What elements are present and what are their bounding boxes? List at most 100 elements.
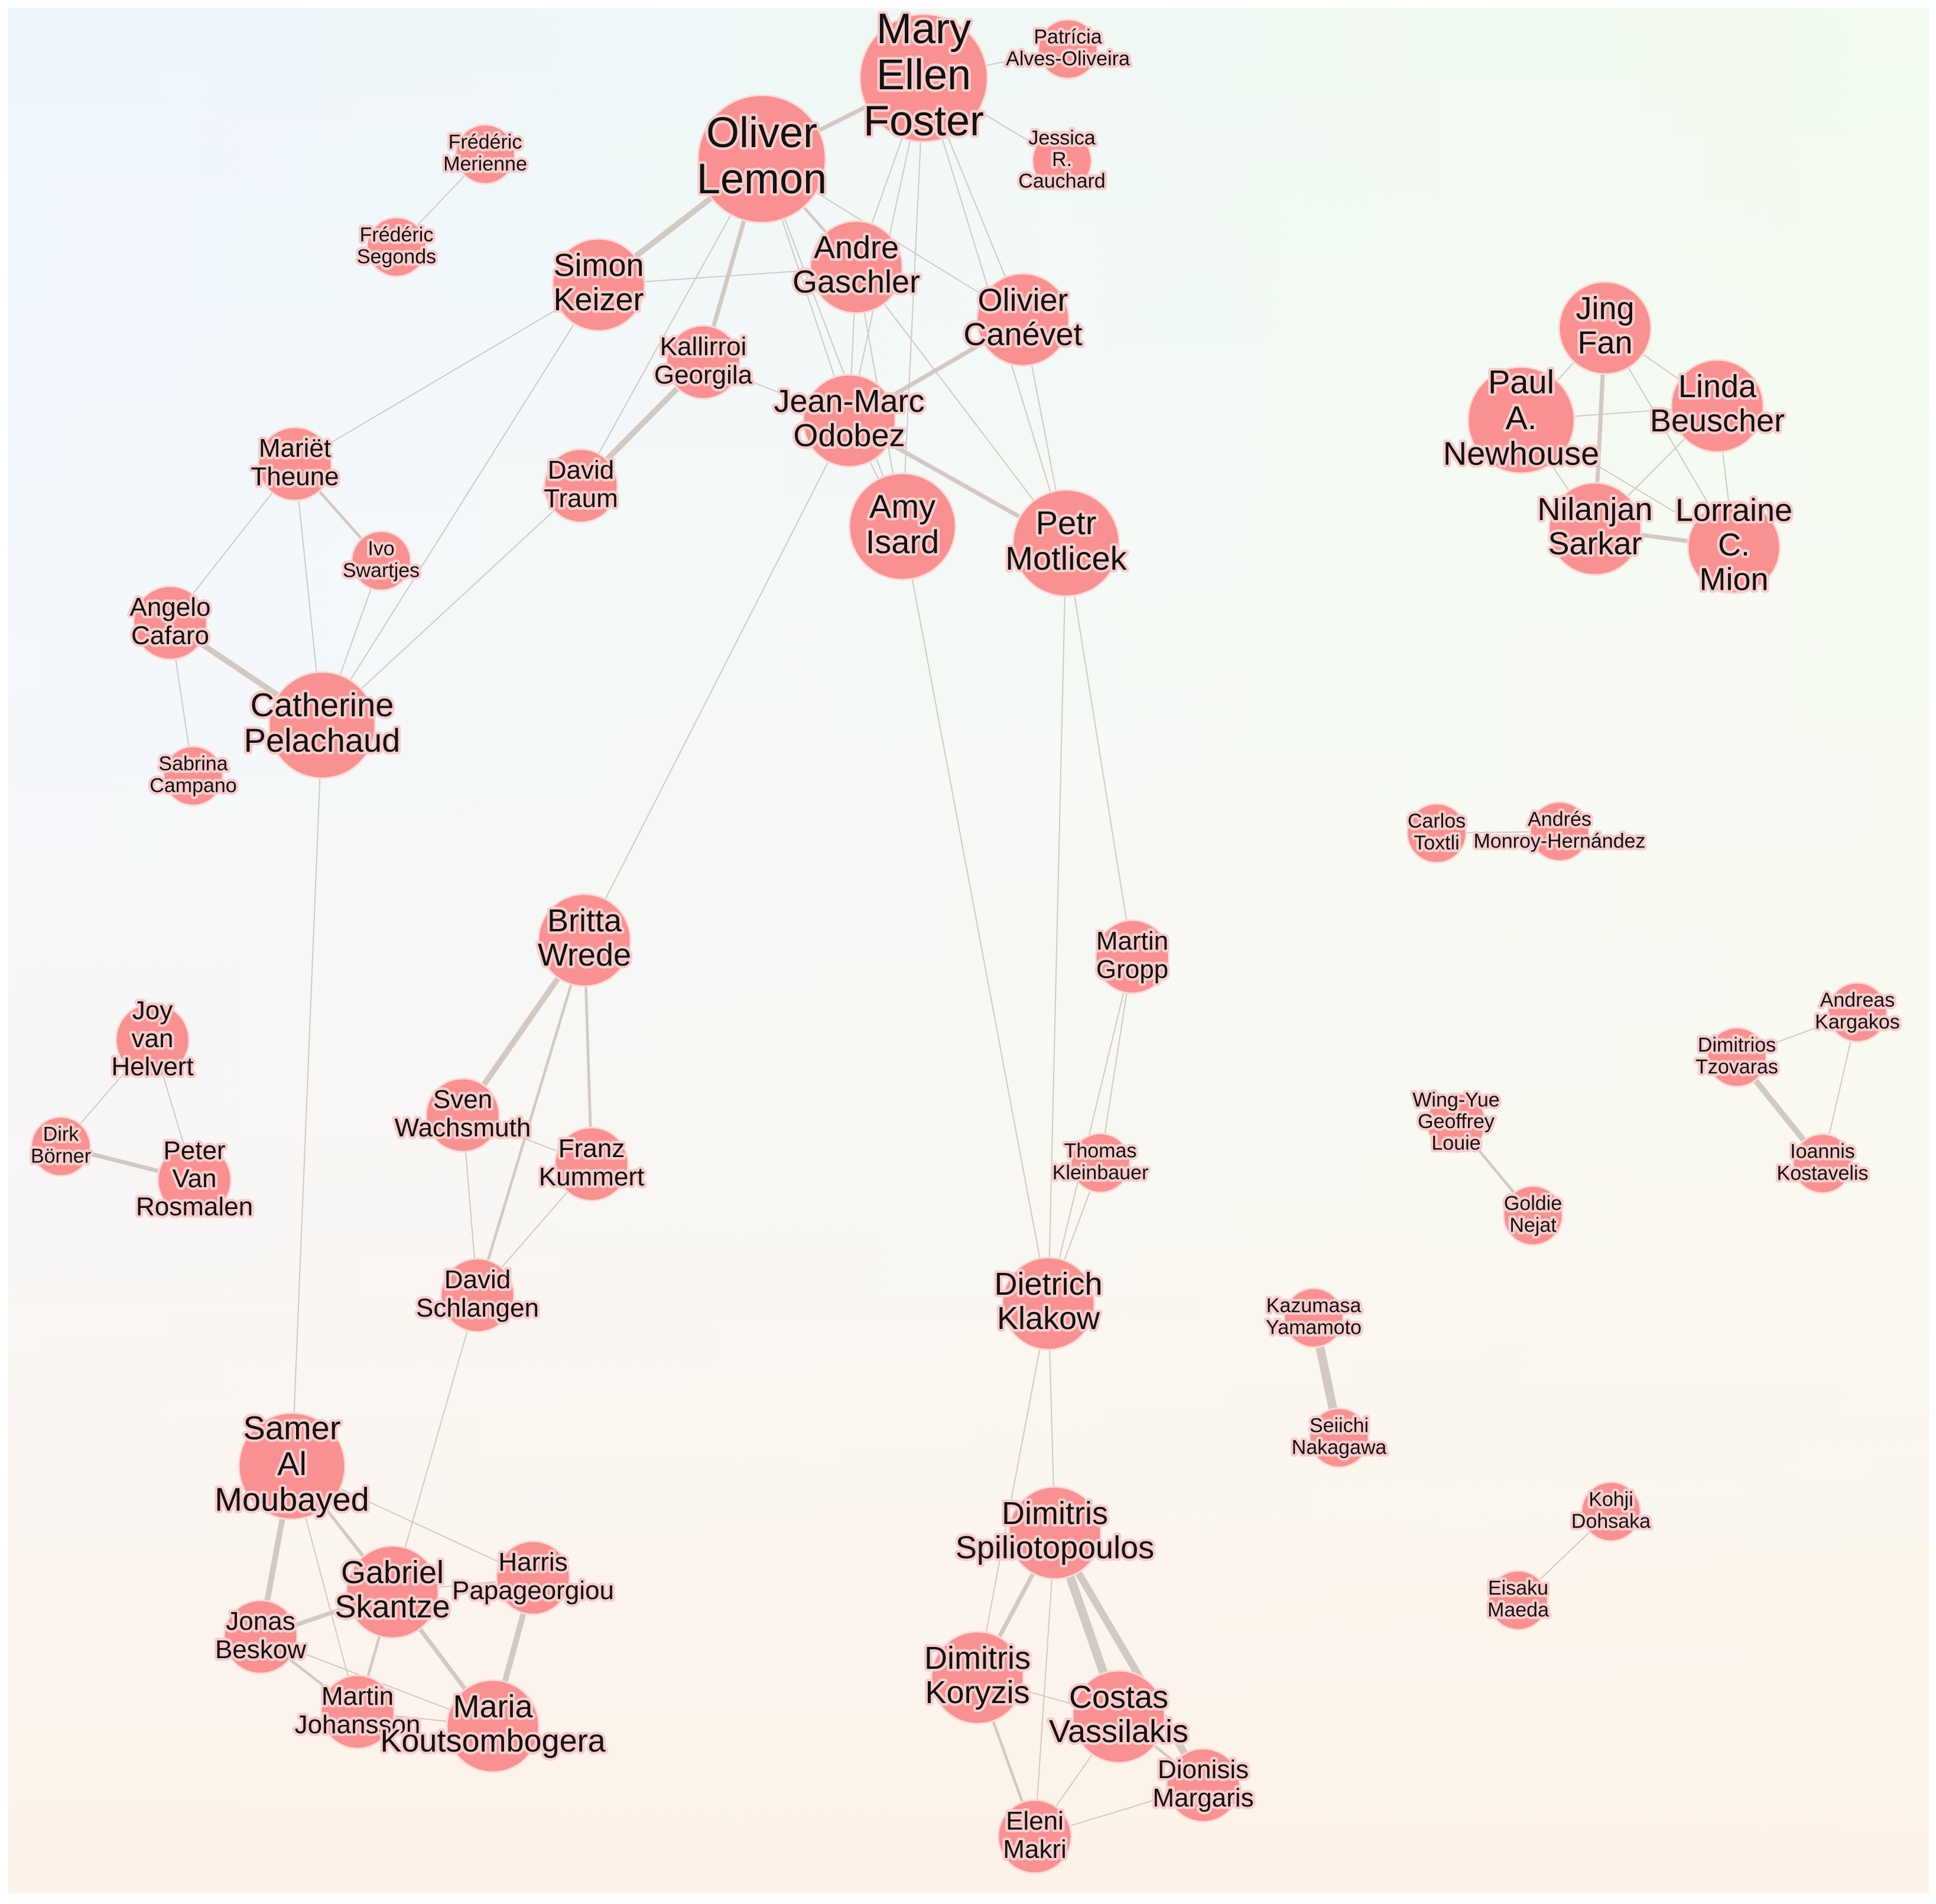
node-circle[interactable] [665,324,741,400]
node-circle[interactable] [238,1412,346,1520]
node-circle[interactable] [495,1540,571,1616]
node-circle[interactable] [1792,1133,1853,1194]
node-circle[interactable] [1008,1486,1102,1580]
node-circle[interactable] [30,1116,92,1177]
node-circle[interactable] [809,220,904,314]
node-circle[interactable] [446,1679,540,1773]
node-circle[interactable] [1548,482,1642,576]
node-circle[interactable] [257,426,333,502]
node-circle[interactable] [1558,281,1652,375]
node-circle[interactable] [1070,1132,1131,1194]
node-circle[interactable] [1529,801,1590,862]
node-circle[interactable] [537,893,632,987]
node-circle[interactable] [1670,359,1765,453]
node-circle[interactable] [425,1077,501,1153]
node-circle[interactable] [930,1630,1025,1725]
node-circle[interactable] [1283,1287,1344,1349]
node-circle[interactable] [1012,489,1120,597]
node-circle[interactable] [1706,1026,1768,1088]
node-circle[interactable] [802,373,896,468]
node-circle[interactable] [554,1126,629,1202]
node-circle[interactable] [551,238,646,332]
node-circle[interactable] [1406,802,1467,864]
node-circle[interactable] [1687,500,1781,594]
node-circle[interactable] [1071,1669,1166,1764]
node-circle[interactable] [848,472,957,581]
node-circle[interactable] [1308,1407,1370,1468]
node-circle[interactable] [268,671,376,779]
node-circle[interactable] [859,13,989,143]
node-circle[interactable] [366,216,427,278]
node-circle[interactable] [1580,1481,1642,1542]
node-circle[interactable] [697,94,827,224]
node-circle[interactable] [1487,1570,1549,1631]
node-circle[interactable] [1467,366,1576,475]
node-circle[interactable] [1502,1185,1564,1246]
node-circle[interactable] [157,1142,232,1218]
node-circle[interactable] [132,585,208,661]
node-circle[interactable] [1165,1747,1241,1823]
node-circle[interactable] [543,448,619,524]
node-circle[interactable] [320,1674,395,1750]
node-circle[interactable] [440,1258,515,1333]
node-circle[interactable] [1425,1092,1487,1154]
node-circle[interactable] [1001,1256,1096,1351]
node-circle[interactable] [345,1545,440,1639]
node-circle[interactable] [1031,130,1093,191]
node-circle[interactable] [1037,18,1099,80]
node-circle[interactable] [350,530,412,592]
